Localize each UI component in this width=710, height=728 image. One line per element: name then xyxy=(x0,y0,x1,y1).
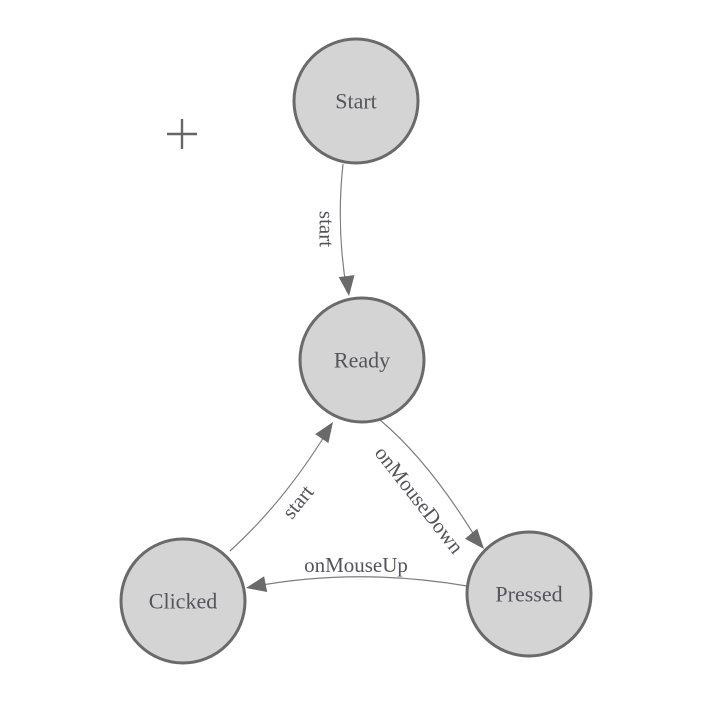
state-circle[interactable] xyxy=(298,296,426,424)
arrowhead-icon xyxy=(315,422,333,444)
state-circle[interactable] xyxy=(465,530,593,658)
edge-label-onmouseup: onMouseUp xyxy=(304,553,408,577)
edge-start-to-ready[interactable]: start xyxy=(314,163,355,296)
state-circle[interactable] xyxy=(292,37,420,165)
edge-line[interactable] xyxy=(379,419,480,544)
state-label: Pressed xyxy=(495,581,562,606)
edge-line[interactable] xyxy=(250,576,468,588)
edge-ready-to-pressed[interactable]: onMouseDown xyxy=(370,419,484,559)
arrowhead-icon xyxy=(338,275,355,296)
edge-line[interactable] xyxy=(229,426,331,552)
edge-line[interactable] xyxy=(339,163,348,293)
state-circle[interactable] xyxy=(119,537,247,665)
state-label: Ready xyxy=(334,347,390,372)
arrowhead-icon xyxy=(246,576,268,592)
plus-icon[interactable] xyxy=(167,119,197,149)
state-label: Start xyxy=(335,88,377,113)
state-node-clicked[interactable]: Clicked xyxy=(119,537,247,665)
edge-label-start-2: start xyxy=(277,480,319,523)
state-node-start[interactable]: Start xyxy=(292,37,420,165)
state-node-pressed[interactable]: Pressed xyxy=(465,530,593,658)
state-label: Clicked xyxy=(149,588,217,613)
edge-clicked-to-ready[interactable]: start xyxy=(229,422,333,552)
arrowhead-icon xyxy=(465,528,484,549)
edge-pressed-to-clicked[interactable]: onMouseUp xyxy=(246,553,468,592)
edge-label-start: start xyxy=(314,211,338,247)
state-node-ready[interactable]: Ready xyxy=(298,296,426,424)
